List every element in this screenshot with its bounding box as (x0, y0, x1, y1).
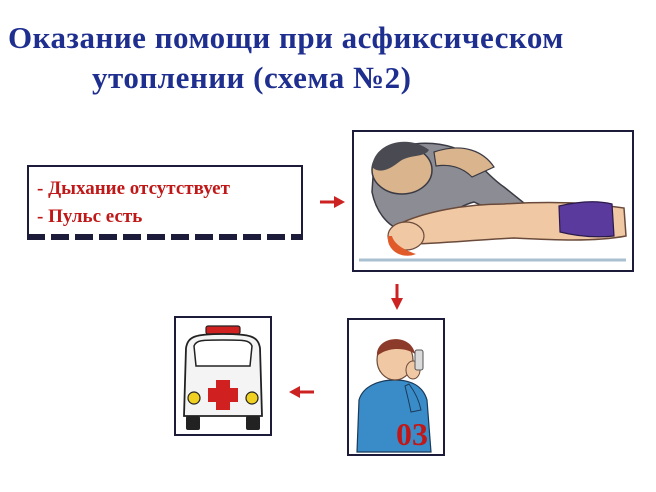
rescue-breathing-panel (352, 130, 634, 272)
arrow-right-icon (318, 194, 346, 210)
condition-pulse-present: - Пульс есть (37, 207, 142, 226)
ambulance-icon (176, 318, 270, 434)
title-line-1: Оказание помощи при асфиксическом (8, 22, 564, 53)
emergency-number: 03 (396, 418, 428, 450)
title-line-2: утоплении (схема №2) (92, 62, 411, 93)
arrow-down-icon (389, 282, 405, 312)
condition-box: - Дыхание отсутствует - Пульс есть (27, 165, 303, 240)
mouth-to-mouth-illustration (354, 132, 632, 270)
arrow-left-icon (288, 384, 316, 400)
ambulance-panel (174, 316, 272, 436)
condition-no-breathing: - Дыхание отсутствует (37, 179, 230, 198)
